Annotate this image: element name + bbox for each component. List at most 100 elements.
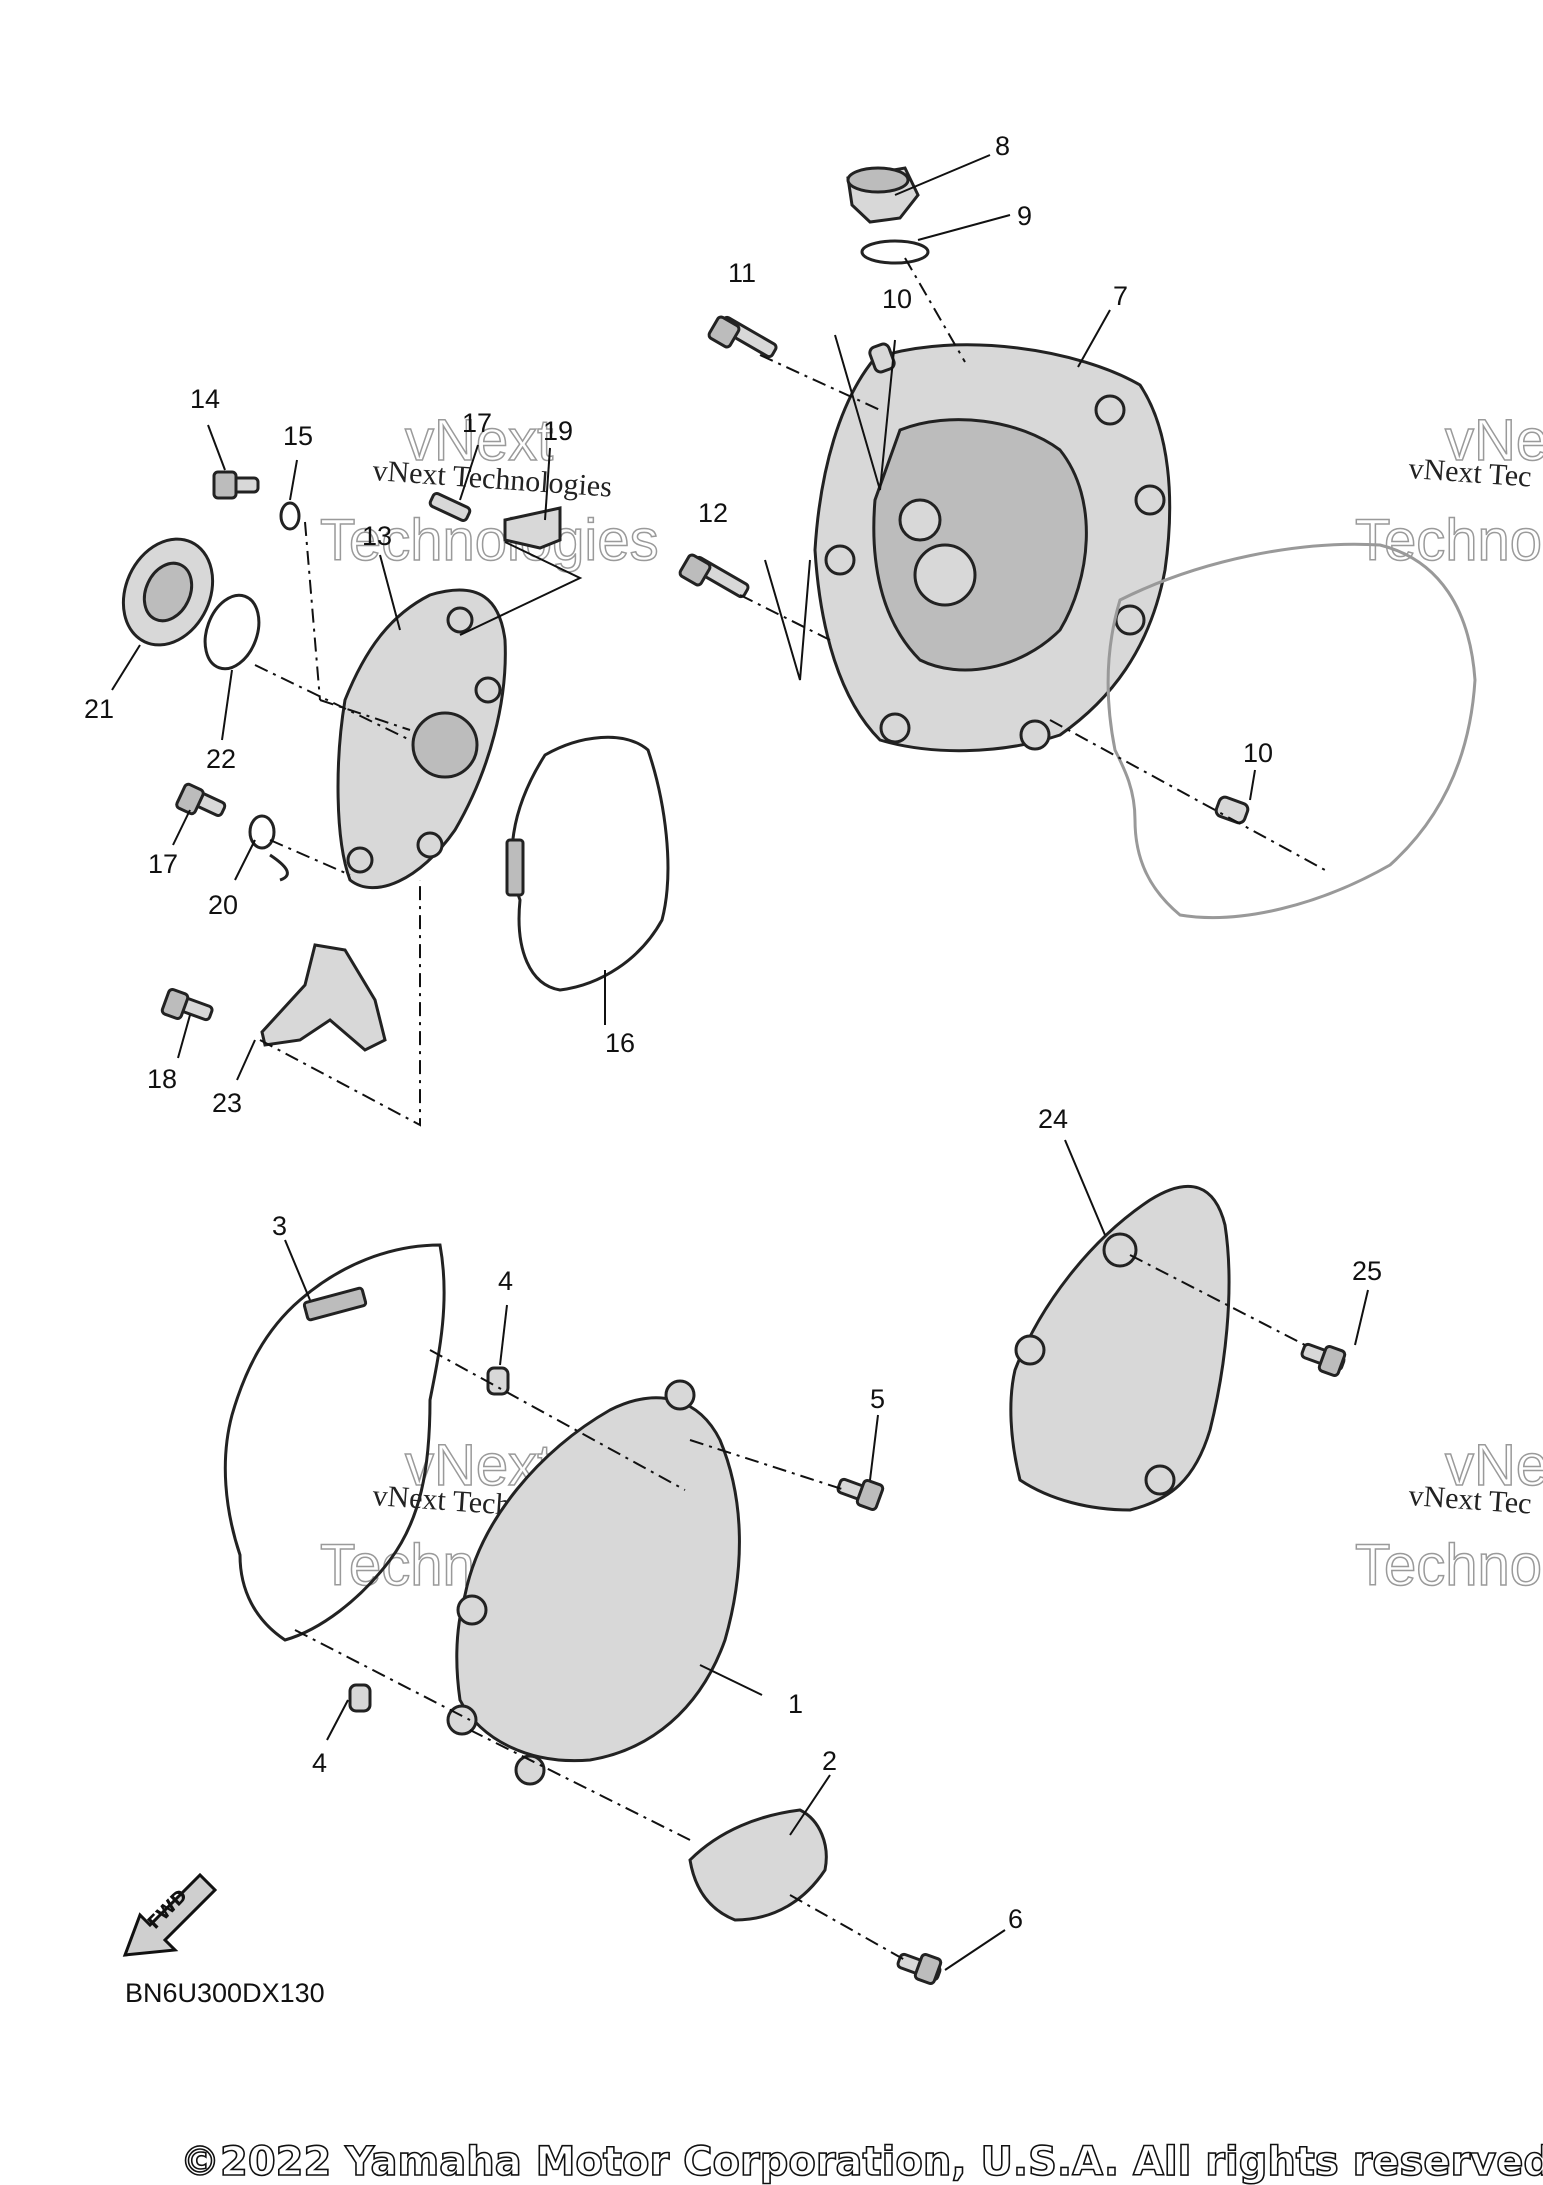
dash-10-gasket [1049,719,1326,871]
callout-18: 18 [147,1064,177,1094]
watermark-big-bottom: Technologies [320,508,659,573]
part-17-bolt-upper [428,492,472,522]
leader-24 [1064,1139,1106,1236]
callout-12: 12 [698,498,728,528]
clutch-cover-gasket [1106,542,1477,919]
leader-17a [459,444,479,501]
dash-4a [429,1349,686,1491]
leader-17b [172,809,191,846]
callout-23: 23 [212,1088,242,1118]
callout-19: 19 [543,416,573,446]
watermark-edge-big-bottom: Techno [1355,1533,1542,1598]
leader-21 [111,644,141,691]
part-4-dowel-upper [486,1366,510,1396]
callout-11: 11 [728,258,756,288]
leader-7 [1077,309,1111,368]
dash-25 [1129,1254,1306,1346]
part-17-bolt-lower [175,782,227,817]
leader-15 [289,459,298,501]
part-13-cover [336,588,507,890]
leader-14 [207,424,226,471]
part-12-bolt [678,553,750,599]
leader-18 [177,1014,191,1059]
callout-17-upper: 17 [462,408,492,438]
callout-10-upper: 10 [882,284,912,314]
leader-4a [499,1304,508,1366]
leader-12-pair [764,559,811,681]
part-10-dowel-pin-upper [868,342,896,374]
leader-9 [917,214,1011,241]
leader-8 [894,154,991,196]
watermark-edge-big-top: vNe [1445,1433,1543,1498]
leader-23 [236,1039,256,1081]
callout-16: 16 [605,1028,635,1058]
part-15-o-ring [279,501,301,531]
part-3-gasket [223,1243,446,1642]
part-8-filler-cap [846,166,920,224]
leader-5 [869,1414,879,1481]
part-2-guard [688,1808,828,1922]
leader-13 [379,554,401,631]
callout-4-upper: 4 [498,1266,513,1296]
leader-10b [1249,769,1256,801]
part-6-bolt [896,1952,943,1986]
leader-6 [944,1929,1006,1971]
callout-10-lower: 10 [1243,738,1273,768]
part-10-dowel-pin-lower [1214,795,1250,825]
callout-13: 13 [362,521,392,551]
part-21-seal [121,537,215,647]
part-5-bolt [836,1477,885,1512]
dash-15b [319,699,411,731]
part-14-bolt [212,470,260,500]
leader-25 [1354,1289,1369,1346]
callout-25: 25 [1352,1256,1382,1286]
watermark-edge-big-top: vNe [1445,408,1543,473]
watermark-big-top: vNext [405,408,553,473]
leader-22 [221,669,233,741]
part-9-o-ring [860,239,930,265]
callout-15: 15 [283,421,313,451]
callouts: 8 9 7 11 10 12 10 14 15 17 19 13 21 22 1… [84,131,1382,1934]
watermark-right-upper: vNe Techno vNext Tec [1354,407,1543,574]
callout-4-lower: 4 [312,1748,327,1778]
diagram-code: BN6U300DX130 [125,1978,325,2008]
leader-1 [699,1664,763,1696]
callout-3: 3 [272,1211,287,1241]
part-7-clutch-cover [813,343,1172,753]
callout-24: 24 [1038,1104,1068,1134]
part-22-o-ring [203,593,261,671]
callout-17-lower: 17 [148,849,178,879]
callout-6: 6 [1008,1904,1023,1934]
leader-4b [326,1699,349,1741]
dash-9-7 [904,257,966,363]
part-19-clip [503,506,562,550]
dash-12 [739,594,831,641]
part-4-dowel-lower [348,1683,372,1713]
callout-8: 8 [995,131,1010,161]
dash-23 [259,880,421,1127]
watermark-center-upper: vNext Technologies vNext Technologies [319,407,659,574]
part-23-bracket [260,943,387,1052]
dash-20 [269,839,351,876]
leader-20 [234,839,256,881]
watermark-right-lower: vNe Techno vNext Tec [1354,1432,1543,1599]
fwd-arrow: FWD [122,1872,218,1957]
dash-4b [294,1629,471,1721]
callout-22: 22 [206,744,236,774]
callout-9: 9 [1017,201,1032,231]
leader-10-pair [834,334,896,491]
callout-2: 2 [822,1746,837,1776]
leader-19 [544,447,551,521]
dash-1-2 [469,1729,691,1841]
callout-1: 1 [788,1689,803,1719]
callout-20: 20 [208,890,238,920]
callout-14: 14 [190,384,220,414]
copyright: ©2022 Yamaha Motor Corporation, U.S.A. A… [180,2139,1543,2185]
part-25-bolt [1300,1342,1347,1378]
dash-15 [304,521,321,701]
part-18-bolt [160,987,214,1022]
callout-21: 21 [84,694,114,724]
callout-5: 5 [870,1384,885,1414]
part-24-sprocket-cover [1009,1184,1231,1512]
